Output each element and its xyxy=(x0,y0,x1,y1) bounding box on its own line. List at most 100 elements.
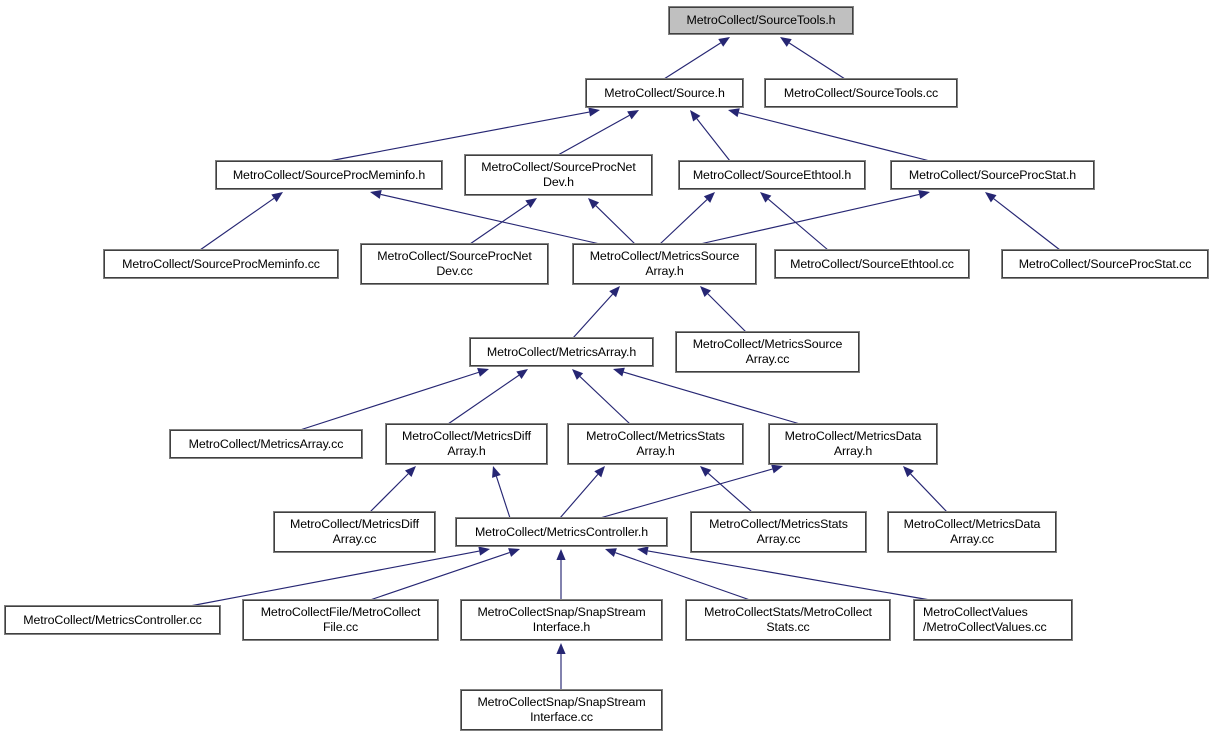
graph-arrowhead-icon xyxy=(525,198,537,209)
graph-edge-metricsstatsarray_h-to-metricsarray_h xyxy=(579,376,631,425)
graph-edge-metricscontroller_h-to-metricsdiffarray_h xyxy=(495,476,511,519)
graph-edge-metricsdataarray_cc-to-metricsdataarray_h xyxy=(910,473,948,513)
graph-edge-sourceprocmeminfo_h-to-source_h xyxy=(328,111,590,162)
graph-edge-sourceprocmeminfo_cc-to-sourceprocmeminfo_h xyxy=(199,197,275,251)
graph-arrowhead-icon xyxy=(404,466,416,478)
graph-edge-metricscontroller_cc-to-metricscontroller_h xyxy=(189,550,480,607)
graph-arrowhead-icon xyxy=(728,108,740,118)
graph-edge-metricssourcearray_h-to-sourceprocstat_h xyxy=(699,193,920,245)
graph-edge-sourceprocstat_cc-to-sourceprocstat_h xyxy=(993,198,1061,251)
graph-arrowhead-icon xyxy=(690,110,701,122)
graph-node-metricsdataarray_cc[interactable]: MetroCollect/MetricsData Array.cc xyxy=(887,511,1057,553)
graph-node-label: MetroCollect/MetricsData Array.cc xyxy=(903,517,1041,546)
graph-node-label: MetroCollect/Source.h xyxy=(604,85,725,100)
graph-edge-metricscontroller_h-to-metricsstatsarray_h xyxy=(559,473,599,519)
graph-arrowhead-icon xyxy=(718,37,730,47)
graph-edge-metrocollectvalues_cc-to-metricscontroller_h xyxy=(647,550,931,601)
graph-node-sourceprocnetdev_cc[interactable]: MetroCollect/SourceProcNet Dev.cc xyxy=(360,243,549,285)
graph-arrowhead-icon xyxy=(627,110,639,120)
graph-node-label: MetroCollect/SourceEthtool.cc xyxy=(790,256,954,271)
graph-node-metricscontroller_h[interactable]: MetroCollect/MetricsController.h xyxy=(455,517,668,547)
graph-arrowhead-icon xyxy=(588,198,600,209)
graph-node-metrocollectfile_cc[interactable]: MetroCollectFile/MetroCollect File.cc xyxy=(242,599,439,641)
graph-node-label: MetroCollect/SourceProcStat.h xyxy=(908,167,1077,182)
graph-node-label: MetroCollect/MetricsArray.cc xyxy=(188,436,344,451)
graph-node-label: MetroCollectValues /MetroCollectValues.c… xyxy=(923,605,1047,634)
graph-node-metricsdiffarray_cc[interactable]: MetroCollect/MetricsDiff Array.cc xyxy=(273,511,436,553)
graph-arrowhead-icon xyxy=(918,189,930,199)
graph-node-metricssourcearray_cc[interactable]: MetroCollect/MetricsSource Array.cc xyxy=(675,331,860,373)
graph-arrowhead-icon xyxy=(556,549,566,560)
graph-arrowhead-icon xyxy=(271,192,283,203)
graph-node-snapstreaminterface_h[interactable]: MetroCollectSnap/SnapStream Interface.h xyxy=(460,599,663,641)
graph-edge-metrocollectfile_cc-to-metricscontroller_h xyxy=(369,551,510,601)
graph-arrowhead-icon xyxy=(588,107,600,117)
graph-node-metricsdataarray_h[interactable]: MetroCollect/MetricsData Array.h xyxy=(768,423,938,465)
graph-node-metricssourcearray_h[interactable]: MetroCollect/MetricsSource Array.h xyxy=(572,243,757,285)
graph-node-sourceprocstat_h[interactable]: MetroCollect/SourceProcStat.h xyxy=(890,160,1095,190)
graph-node-sourceethtool_cc[interactable]: MetroCollect/SourceEthtool.cc xyxy=(774,249,970,279)
graph-node-metrocollectvalues_cc[interactable]: MetroCollectValues /MetroCollectValues.c… xyxy=(913,599,1073,641)
graph-node-label: MetroCollect/SourceTools.h xyxy=(686,13,836,27)
graph-node-label: MetroCollect/SourceProcNet Dev.cc xyxy=(377,249,532,278)
graph-edge-metricsdiffarray_cc-to-metricsdiffarray_h xyxy=(369,473,409,513)
graph-node-label: MetroCollect/SourceTools.cc xyxy=(783,85,939,100)
graph-edge-metricsdataarray_h-to-metricsarray_h xyxy=(623,371,801,425)
graph-edge-metricscontroller_h-to-metricsdataarray_h xyxy=(599,468,773,519)
graph-node-label: MetroCollect/MetricsStats Array.h xyxy=(586,429,725,458)
graph-node-metricsstatsarray_cc[interactable]: MetroCollect/MetricsStats Array.cc xyxy=(690,511,867,553)
graph-arrowhead-icon xyxy=(605,548,617,557)
graph-arrowhead-icon xyxy=(594,466,605,478)
graph-edge-source_h-to-sourcetools_h xyxy=(663,42,722,80)
graph-node-metricsstatsarray_h[interactable]: MetroCollect/MetricsStats Array.h xyxy=(567,423,744,465)
graph-node-label: MetroCollect/SourceProcNet Dev.h xyxy=(481,160,636,189)
graph-node-label: MetroCollect/SourceProcMeminfo.cc xyxy=(122,256,320,271)
graph-node-label: MetroCollect/MetricsController.h xyxy=(474,524,649,539)
graph-arrowhead-icon xyxy=(370,189,382,199)
graph-node-metricsarray_h[interactable]: MetroCollect/MetricsArray.h xyxy=(469,337,654,367)
graph-node-label: MetroCollect/MetricsDiff Array.h xyxy=(402,429,531,458)
graph-node-sourcetools_h[interactable]: MetroCollect/SourceTools.h xyxy=(668,6,854,35)
graph-arrowhead-icon xyxy=(771,464,783,474)
graph-edge-metrocollectstats_cc-to-metricscontroller_h xyxy=(615,552,751,601)
graph-node-sourceprocstat_cc[interactable]: MetroCollect/SourceProcStat.cc xyxy=(1001,249,1209,279)
graph-node-sourceprocmeminfo_cc[interactable]: MetroCollect/SourceProcMeminfo.cc xyxy=(103,249,339,279)
graph-arrowhead-icon xyxy=(703,192,715,203)
graph-arrowhead-icon xyxy=(637,546,649,556)
graph-edge-metricssourcearray_h-to-sourceethtool_h xyxy=(659,199,708,245)
graph-node-sourcetools_cc[interactable]: MetroCollect/SourceTools.cc xyxy=(764,78,958,108)
graph-node-metricsarray_cc[interactable]: MetroCollect/MetricsArray.cc xyxy=(169,429,363,459)
graph-edge-metricssourcearray_cc-to-metricssourcearray_h xyxy=(707,293,747,333)
graph-node-label: MetroCollect/MetricsController.cc xyxy=(23,612,202,627)
graph-node-label: MetroCollect/MetricsSource Array.h xyxy=(589,249,740,278)
graph-arrowhead-icon xyxy=(609,286,620,298)
graph-node-sourceprocnetdev_h[interactable]: MetroCollect/SourceProcNet Dev.h xyxy=(464,154,653,196)
graph-arrowhead-icon xyxy=(700,466,712,477)
graph-arrowhead-icon xyxy=(903,466,914,478)
graph-node-label: MetroCollectSnap/SnapStream Interface.h xyxy=(477,605,646,634)
graph-arrowhead-icon xyxy=(556,643,566,654)
graph-node-sourceprocmeminfo_h[interactable]: MetroCollect/SourceProcMeminfo.h xyxy=(215,160,443,190)
graph-edge-sourceprocstat_h-to-source_h xyxy=(738,112,931,162)
graph-node-label: MetroCollect/SourceEthtool.h xyxy=(692,167,852,182)
graph-edge-metricssourcearray_h-to-sourceprocnetdev_h xyxy=(595,205,636,245)
graph-node-snapstreaminterface_cc[interactable]: MetroCollectSnap/SnapStream Interface.cc xyxy=(460,689,663,731)
graph-arrowhead-icon xyxy=(508,548,520,557)
graph-node-label: MetroCollect/SourceProcStat.cc xyxy=(1018,256,1192,271)
graph-node-label: MetroCollect/MetricsArray.h xyxy=(486,344,637,359)
graph-node-metrocollectstats_cc[interactable]: MetroCollectStats/MetroCollect Stats.cc xyxy=(685,599,891,641)
graph-node-sourceethtool_h[interactable]: MetroCollect/SourceEthtool.h xyxy=(678,160,866,190)
graph-arrowhead-icon xyxy=(516,369,528,380)
graph-node-metricsdiffarray_h[interactable]: MetroCollect/MetricsDiff Array.h xyxy=(385,423,548,465)
graph-edge-sourcetools_cc-to-sourcetools_h xyxy=(788,42,846,80)
graph-node-source_h[interactable]: MetroCollect/Source.h xyxy=(585,78,744,108)
graph-node-metricscontroller_cc[interactable]: MetroCollect/MetricsController.cc xyxy=(4,605,221,635)
graph-arrowhead-icon xyxy=(492,466,501,478)
graph-node-label: MetroCollect/SourceProcMeminfo.h xyxy=(232,167,426,182)
graph-arrowhead-icon xyxy=(613,367,625,377)
graph-edge-sourceprocnetdev_cc-to-sourceprocnetdev_h xyxy=(469,203,529,245)
graph-arrowhead-icon xyxy=(700,286,712,298)
graph-arrowhead-icon xyxy=(760,192,772,203)
graph-edge-metricsarray_h-to-metricssourcearray_h xyxy=(572,293,614,339)
